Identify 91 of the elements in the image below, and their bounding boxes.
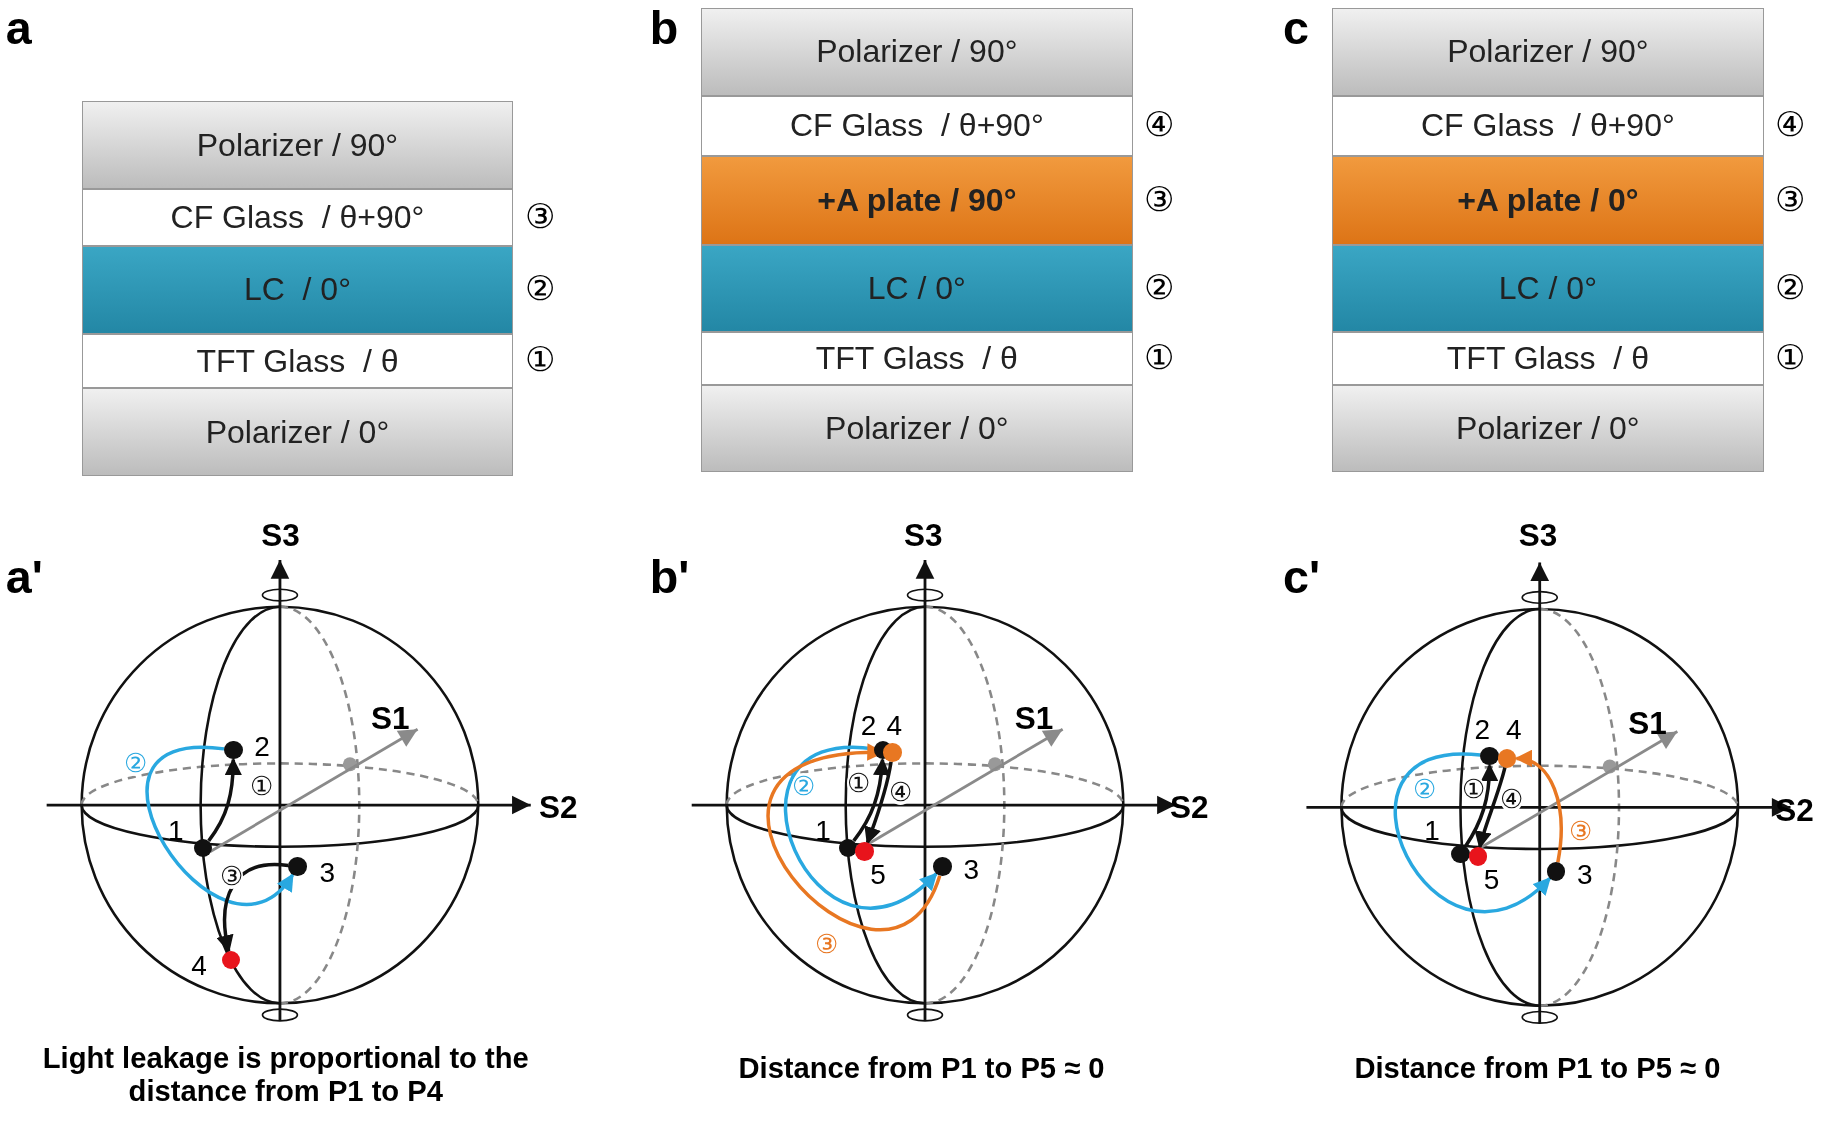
edge-label: ③: [815, 930, 839, 957]
arrow: [784, 746, 938, 910]
edge-label: ②: [123, 750, 147, 776]
polarizer-layer: Polarizer / 0°: [1332, 384, 1764, 473]
arrow: [852, 757, 891, 842]
caption-text: Light leakage is proportional to the distance from P1 to P4: [41, 1041, 530, 1109]
glass-layer: CF Glass / θ+90°: [81, 188, 514, 247]
edge-label: ③: [220, 863, 244, 890]
layer-number: ①: [1775, 340, 1806, 374]
point-label: 1: [815, 816, 831, 845]
point-label: 3: [319, 858, 336, 887]
state-point: [1546, 862, 1566, 881]
point-label: 1: [1424, 816, 1440, 845]
edge-label: ②: [1412, 775, 1436, 802]
point-label: 4: [1505, 716, 1522, 745]
panel-label: b: [649, 2, 679, 56]
point-label: 2: [254, 732, 270, 761]
liquid-crystal-layer: LC / 0°: [1332, 244, 1764, 333]
panel-label: a': [5, 550, 43, 605]
arrow: [1474, 767, 1507, 849]
glass-layer: TFT Glass / θ: [81, 333, 514, 389]
axis-label: S1: [370, 699, 410, 737]
state-point: [933, 857, 952, 876]
axis-label: S2: [538, 788, 578, 825]
layer-number: ③: [1775, 181, 1806, 216]
arrow: [766, 744, 942, 931]
layer-number: ④: [1775, 107, 1806, 142]
arrow: [864, 761, 893, 845]
layer-number: ④: [1144, 107, 1175, 142]
state-point: [1497, 748, 1517, 768]
panel-label: c: [1283, 2, 1310, 56]
point-label: 2: [1474, 716, 1490, 745]
panel-label: a: [5, 2, 32, 56]
liquid-crystal-layer: LC / 0°: [701, 244, 1133, 333]
axis-label: S2: [1775, 792, 1814, 829]
arrow: [207, 757, 242, 842]
layer-number: ③: [524, 198, 555, 233]
layer-number: ②: [1144, 270, 1175, 305]
state-point: [855, 842, 874, 861]
state-point: [288, 857, 307, 876]
axis-label: S1: [1014, 699, 1054, 737]
state-point: [1480, 746, 1499, 766]
arrow: [1514, 751, 1563, 863]
axis-label: S3: [261, 516, 300, 553]
edge-label: ①: [1461, 775, 1485, 802]
axis-label: S3: [904, 516, 943, 553]
axis-label: S2: [1169, 788, 1209, 825]
point-label: 3: [1577, 860, 1593, 889]
point-label: 5: [870, 860, 886, 889]
state-point: [1451, 844, 1470, 864]
liquid-crystal-layer: LC / 0°: [81, 246, 514, 334]
edge-label: ③: [1568, 817, 1592, 844]
point-label: 4: [886, 711, 903, 740]
point-label: 1: [167, 816, 184, 845]
a-plate-layer: +A plate / 90°: [701, 156, 1133, 245]
polarizer-layer: Polarizer / 90°: [1332, 8, 1764, 96]
point-label: 5: [1483, 865, 1500, 894]
axis-label: S3: [1518, 516, 1558, 553]
arrow: [145, 746, 294, 906]
state-point: [193, 838, 213, 858]
layer-number: ③: [1144, 181, 1175, 216]
point-label: 2: [860, 711, 877, 740]
arrow: [1464, 763, 1498, 848]
polarizer-layer: Polarizer / 90°: [81, 101, 514, 189]
state-point: [221, 950, 241, 970]
panel-label: b': [649, 550, 690, 605]
arrow: [1393, 753, 1552, 913]
layer-number: ①: [1144, 340, 1175, 374]
axis-label: S1: [1628, 704, 1667, 741]
caption-text: Distance from P1 to P5 ≈ 0: [737, 1052, 1106, 1086]
polarizer-layer: Polarizer / 0°: [81, 388, 514, 476]
glass-layer: TFT Glass / θ: [701, 332, 1133, 385]
layer-number: ②: [1775, 270, 1806, 305]
edge-label: ④: [888, 779, 912, 806]
point-label: 3: [963, 856, 980, 885]
a-plate-layer: +A plate / 0°: [1332, 156, 1764, 245]
state-point: [223, 740, 243, 760]
panel-label: c': [1283, 550, 1321, 605]
arrow: [217, 862, 289, 953]
glass-layer: CF Glass / θ+90°: [1332, 95, 1764, 157]
edge-label: ①: [846, 769, 870, 796]
layer-number: ①: [524, 342, 555, 377]
caption-text: Distance from P1 to P5 ≈ 0: [1353, 1052, 1722, 1086]
polarizer-layer: Polarizer / 0°: [701, 384, 1133, 473]
point-label: 4: [191, 951, 207, 980]
state-point: [838, 838, 858, 858]
polarizer-layer: Polarizer / 90°: [701, 8, 1133, 96]
layer-number: ②: [524, 271, 555, 306]
glass-layer: TFT Glass / θ: [1332, 332, 1764, 385]
glass-layer: CF Glass / θ+90°: [701, 95, 1133, 157]
state-point: [883, 743, 902, 762]
